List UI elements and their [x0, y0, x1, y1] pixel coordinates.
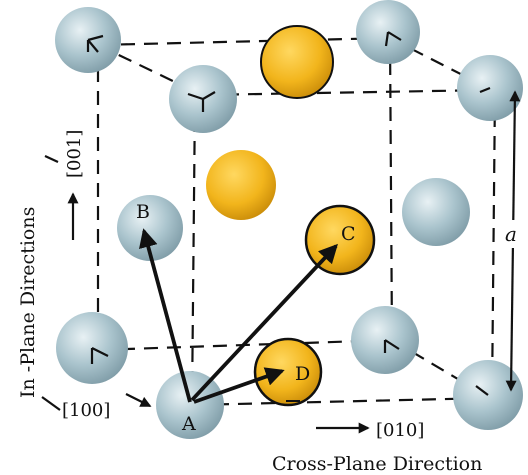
atom-front-bottom-right	[453, 360, 523, 430]
arrow-100-lower	[41, 396, 61, 411]
edge-front-top	[201, 88, 493, 97]
label-atom-b: B	[136, 201, 150, 223]
atom-a	[156, 371, 224, 439]
atom-back-bottom-left	[56, 312, 128, 384]
label-cross-plane: Cross-Plane Direction	[272, 453, 482, 475]
label-lattice-constant: a	[505, 222, 517, 246]
label-atom-a: A	[181, 413, 196, 435]
edge-back-top	[97, 36, 391, 47]
label-direction-010: [010]	[376, 420, 424, 441]
unit-cell-edges	[96, 36, 497, 407]
vector-arrows	[139, 228, 338, 404]
direction-arrows	[41, 155, 370, 434]
atom-back-top-right	[356, 0, 420, 64]
edge-front-bottom	[191, 396, 491, 407]
label-in-plane: In -Plane Directions	[17, 207, 39, 398]
atom-right-face-center	[402, 178, 470, 246]
arrow-a-to-b	[139, 228, 192, 403]
edge-back-right	[388, 37, 394, 341]
edge-front-right	[490, 89, 497, 399]
atom-back-bottom-right	[351, 306, 419, 374]
atom-front-top-right	[457, 55, 523, 121]
arrow-100-upper	[125, 393, 152, 407]
atom-c	[304, 204, 376, 276]
atom-front-top-left	[169, 65, 237, 133]
gold-atom-top-face	[260, 25, 334, 99]
gold-atom-left-face	[206, 150, 276, 220]
atom-b	[117, 195, 183, 261]
atom-back-top-left	[55, 7, 121, 73]
label-atom-c: C	[341, 223, 356, 245]
pointer-001	[44, 155, 59, 163]
label-direction-100: [100]	[62, 400, 110, 421]
label-direction-001: [001]	[64, 130, 85, 178]
atom-d	[253, 337, 323, 407]
label-atom-d: D	[295, 363, 310, 385]
arrow-a-to-c	[190, 243, 338, 402]
edge-front-left	[190, 94, 197, 406]
arrow-a-to-d	[193, 367, 285, 404]
